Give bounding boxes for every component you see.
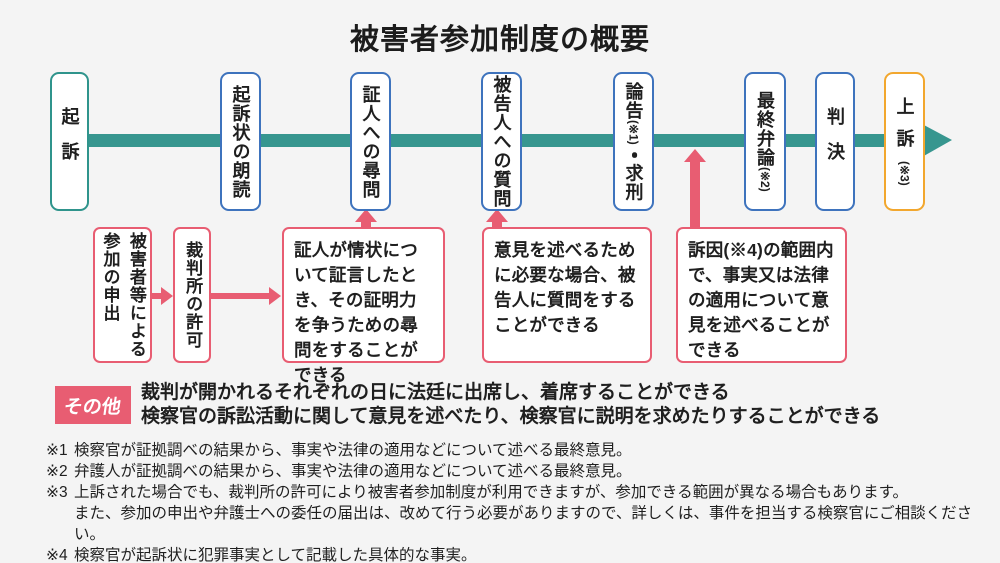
footnote-row: ※2 弁護人が証拠調べの結果から、事実や法律の適用などについて述べる最終意見。 [46,461,1000,482]
stage-box-indictment-reading: 起訴状の朗読 [220,72,261,211]
footnote-row: ※3 上訴された場合でも、裁判所の許可により被害者参加制度が利用できますが、参加… [46,482,1000,503]
stage-label: 証人への尋問 [360,84,381,199]
other-lines: 裁判が開かれるそれぞれの日に法廷に出席し、着席することができる 検察官の訴訟活動… [141,381,880,428]
footnote-text: 検察官が証拠調べの結果から、事実や法律の適用などについて述べる最終意見。 [74,442,632,459]
footnote-row: ※1 検察官が証拠調べの結果から、事実や法律の適用などについて述べる最終意見。 [46,440,1000,461]
flow-box-label: 裁判所の許可 [183,241,203,349]
stage-footnote-ref: (※3) [897,161,912,186]
right-arrow-permission-to-note [211,287,281,305]
stage-box-closing-argument: 論告(※1)・求刑 [613,72,654,211]
page-title: 被害者参加制度の概要 [349,24,650,56]
note-text: 訴因(※4)の範囲内で、事実又は法律の適用について意見を述べることができる [688,240,834,360]
stage-label: 被告人への質問 [491,75,512,208]
footnote-text: 上訴された場合でも、裁判所の許可により被害者参加制度が利用できますが、参加できる… [74,484,909,501]
stage-label: 上訴 [894,97,915,162]
footnote-row: ※4 検察官が起訴状に犯罪事実として記載した具体的な事実。 [46,545,1000,563]
footnote-marker: ※1 [46,442,68,459]
right-arrow-application-to-permission [152,287,173,305]
stage-label: 判決 [825,106,845,177]
footnote-marker: ※2 [46,463,68,480]
up-arrow-to-witness-examination [355,209,377,228]
note-text: 意見を述べるために必要な場合、被告人に質問をすることができる [494,240,636,335]
stage-label-tail: ・求刑 [623,144,644,202]
stage-box-final-defense: 最終弁論(※2) [744,72,786,211]
footnote-text: 弁護人が証拠調べの結果から、事実や法律の適用などについて述べる最終意見。 [74,463,632,480]
footnotes: ※1 検察官が証拠調べの結果から、事実や法律の適用などについて述べる最終意見。 … [46,440,1000,563]
note-box-defendant: 意見を述べるために必要な場合、被告人に質問をすることができる [482,227,652,363]
up-arrow-to-timeline [684,149,706,227]
stage-box-judgment: 判決 [815,72,855,211]
stage-label: 論告 [623,81,644,120]
stage-footnote-ref: (※1) [626,119,641,145]
stage-box-appeal: 上訴(※3) [884,72,925,211]
footnote-marker [46,503,74,545]
other-line: 検察官の訴訟活動に関して意見を述べたり、検察官に説明を求めたりすることができる [141,405,881,427]
stage-label: 起訴状の朗読 [230,84,251,199]
note-text: 証人が情状について証言したとき、その証明力を争うための尋問をすることができる [294,240,418,385]
timeline-arrowhead-icon [922,124,952,157]
stage-box-defendant-questioning: 被告人への質問 [481,72,522,211]
stage-label: 最終弁論 [755,91,775,168]
stage-box-prosecution: 起訴 [50,72,89,211]
up-arrow-to-defendant-questioning [486,209,508,228]
note-box-opinion: 訴因(※4)の範囲内で、事実又は法律の適用について意見を述べることができる [676,227,847,363]
stage-footnote-ref: (※2) [758,167,772,192]
other-badge: その他 [55,386,131,424]
other-line: 裁判が開かれるそれぞれの日に法廷に出席し、着席することができる [141,382,730,403]
footnote-text: また、参加の申出や弁護士への委任の届出は、改めて行う必要がありますので、詳しくは… [74,505,973,543]
footnote-marker: ※3 [46,484,68,501]
flow-box-application: 被害者等による 参加の申出 [93,227,152,363]
note-box-witness: 証人が情状について証言したとき、その証明力を争うための尋問をすることができる [282,227,445,385]
footnote-text: 検察官が起訴状に犯罪事実として記載した具体的な事実。 [74,547,477,563]
footnote-marker: ※4 [46,547,68,563]
footnote-row: また、参加の申出や弁護士への委任の届出は、改めて行う必要がありますので、詳しくは… [46,503,1000,545]
flow-box-label: 被害者等による 参加の申出 [100,232,146,358]
stage-box-witness-examination: 証人への尋問 [350,72,391,211]
flow-box-court-permission: 裁判所の許可 [173,227,211,363]
other-badge-label: その他 [62,396,123,418]
stage-label: 起訴 [59,106,80,177]
